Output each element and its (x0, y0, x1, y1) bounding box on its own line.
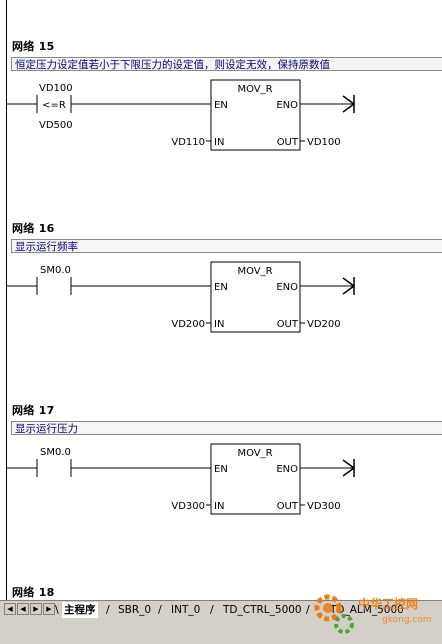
tab-separator: / (210, 603, 214, 616)
box-name: MOV_R (237, 84, 272, 95)
out-operand: VD200 (307, 319, 341, 330)
in-operand: VD300 (171, 501, 205, 512)
mov-r-box[interactable] (210, 79, 301, 151)
contact-operand: SM0.0 (40, 265, 71, 276)
out-pin: OUT (277, 501, 299, 512)
contact-operand: SM0.0 (40, 447, 71, 458)
gear-icon (314, 594, 354, 634)
contact-operand-top: VD100 (39, 83, 73, 94)
watermark-brand: 中华工控网 (358, 596, 418, 611)
network-title: 网络 16 (12, 222, 55, 235)
left-power-rail (6, 0, 7, 600)
in-operand: VD200 (171, 319, 205, 330)
network-comment[interactable]: 恒定压力设定值若小于下限压力的设定值，则设定无效，保持原数值 (11, 57, 442, 71)
en-pin: EN (214, 282, 228, 293)
status-area (0, 618, 442, 644)
in-pin: IN (214, 319, 224, 330)
tab-separator: \ (55, 603, 59, 616)
box-name: MOV_R (237, 266, 272, 277)
en-pin: EN (214, 464, 228, 475)
in-pin: IN (214, 137, 224, 148)
tab-separator: / (306, 603, 310, 616)
prev-tab-icon[interactable]: ◀ (17, 603, 29, 615)
out-operand: VD300 (307, 501, 341, 512)
mov-r-box[interactable] (210, 443, 301, 515)
tab-int-0[interactable]: INT_0 (171, 604, 201, 616)
tab-td-ctrl-5000[interactable]: TD_CTRL_5000 (223, 604, 302, 616)
eno-pin: ENO (276, 100, 298, 111)
tab-separator: / (158, 603, 162, 616)
watermark-url: gkong.com (382, 615, 432, 625)
mov-r-box[interactable] (210, 261, 301, 333)
ladder-rung: <=R VD100 VD500 MOV_R EN ENO IN OUT VD11… (6, 79, 356, 151)
first-tab-icon[interactable]: ◀ (4, 603, 16, 615)
network-16[interactable]: 网络 16 显示运行频率 SM0.0 MOV_R EN ENO IN OUT V… (0, 220, 442, 400)
tab-separator: / (106, 603, 110, 616)
in-operand: VD110 (171, 137, 205, 148)
ladder-rung: SM0.0 MOV_R EN ENO IN OUT VD300 VD300 (6, 443, 356, 515)
compare-operator: <=R (42, 100, 66, 111)
network-17[interactable]: 网络 17 显示运行压力 SM0.0 MOV_R EN ENO IN OUT V… (0, 402, 442, 582)
tab-td-alm-5000[interactable]: TD_ALM_5000 (330, 604, 404, 616)
out-pin: OUT (277, 319, 299, 330)
network-18[interactable]: 网络 18 (0, 584, 442, 600)
eno-pin: ENO (276, 282, 298, 293)
eno-pin: ENO (276, 464, 298, 475)
tab-sbr-0[interactable]: SBR_0 (118, 604, 152, 616)
gkong-watermark-logo: 中华工控网 gkong.com (314, 594, 432, 634)
out-pin: OUT (277, 137, 299, 148)
network-title: 网络 18 (12, 586, 55, 599)
in-pin: IN (214, 501, 224, 512)
tab-main-program[interactable]: 主程序 (62, 602, 98, 618)
network-comment[interactable]: 显示运行频率 (11, 239, 442, 253)
network-title: 网络 17 (12, 404, 55, 417)
en-pin: EN (214, 100, 228, 111)
last-tab-icon[interactable]: ▶ (43, 603, 55, 615)
network-comment[interactable]: 显示运行压力 (11, 421, 442, 435)
contact-operand-bottom: VD500 (39, 120, 73, 131)
next-tab-icon[interactable]: ▶ (30, 603, 42, 615)
box-name: MOV_R (237, 448, 272, 459)
ladder-rung: SM0.0 MOV_R EN ENO IN OUT VD200 VD200 (6, 261, 356, 333)
out-operand: VD100 (307, 137, 341, 148)
network-15[interactable]: 网络 15 恒定压力设定值若小于下限压力的设定值，则设定无效，保持原数值 <=R… (0, 38, 442, 218)
network-title: 网络 15 (12, 40, 55, 53)
